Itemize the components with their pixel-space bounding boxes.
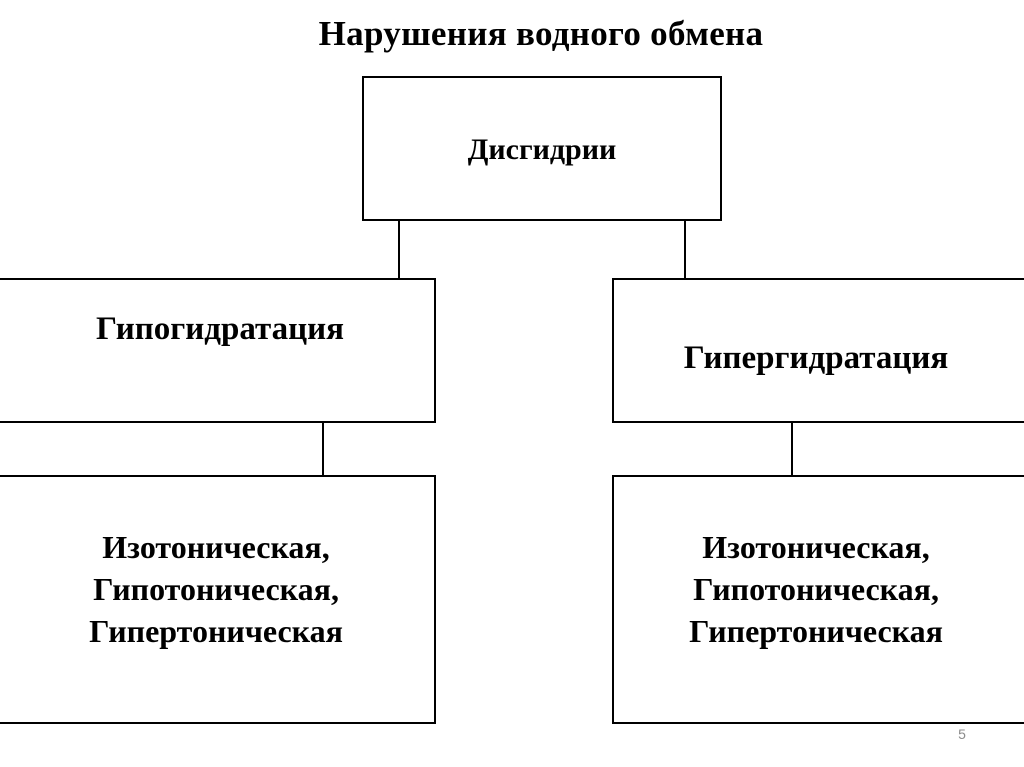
type-hypotonic: Гипотоническая,	[693, 571, 939, 607]
type-hypertonic: Гипертоническая	[689, 613, 943, 649]
node-dysgidria: Дисгидрии	[362, 76, 722, 221]
connector-root-to-hyperhydration	[684, 220, 686, 278]
page-number: 5	[958, 726, 966, 742]
type-isotonic: Изотоническая,	[102, 529, 330, 565]
node-hypohydration-types-text: Изотоническая, Гипотоническая, Гипертони…	[0, 526, 434, 652]
node-hyperhydration: Гипергидратация	[612, 278, 1024, 423]
node-hypohydration: Гипогидратация	[0, 278, 436, 423]
page-title: Нарушения водного обмена	[318, 14, 764, 53]
node-dysgidria-label: Дисгидрии	[467, 133, 617, 166]
type-hypotonic: Гипотоническая,	[93, 571, 339, 607]
connector-root-to-hypohydration	[398, 220, 400, 278]
connector-hypohydration-to-types	[322, 422, 324, 475]
type-hypertonic: Гипертоническая	[89, 613, 343, 649]
node-hyperhydration-label: Гипергидратация	[683, 340, 949, 376]
node-hypohydration-types: Изотоническая, Гипотоническая, Гипертони…	[0, 475, 436, 724]
type-isotonic: Изотоническая,	[702, 529, 930, 565]
connector-hyperhydration-to-types	[791, 422, 793, 475]
node-hyperhydration-types-text: Изотоническая, Гипотоническая, Гипертони…	[614, 526, 1024, 652]
node-hypohydration-label: Гипогидратация	[96, 311, 344, 347]
node-hyperhydration-types: Изотоническая, Гипотоническая, Гипертони…	[612, 475, 1024, 724]
